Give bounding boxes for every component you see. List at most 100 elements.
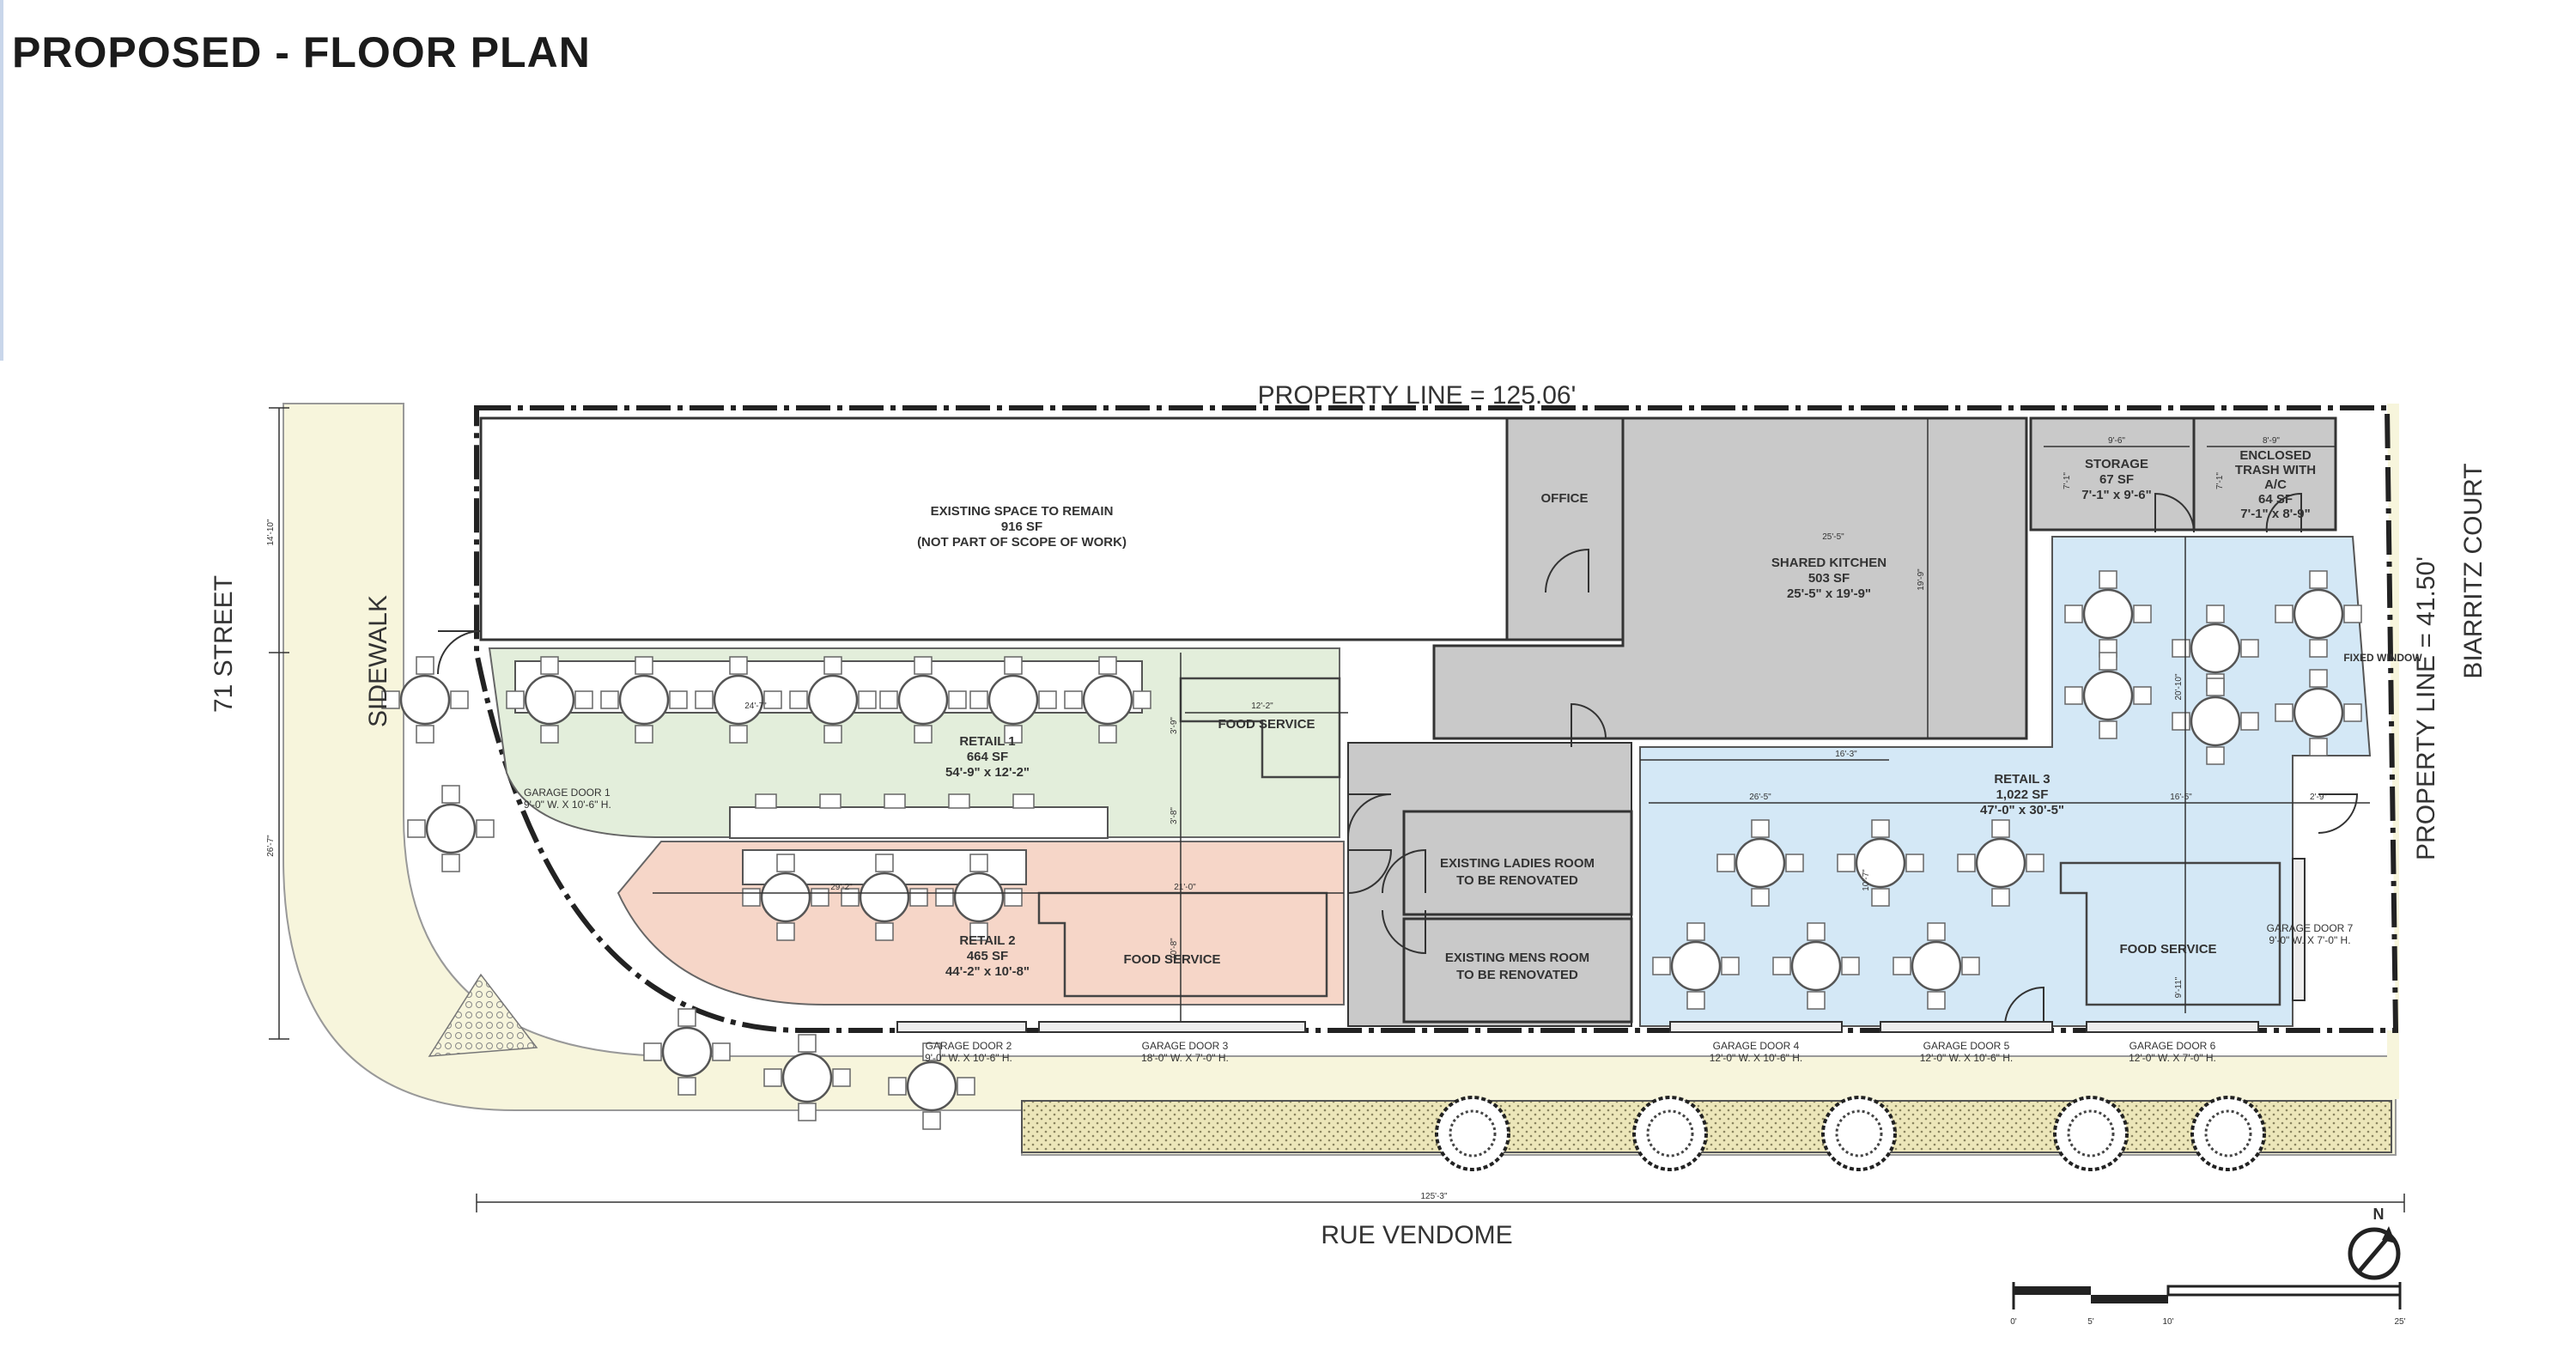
chair xyxy=(2206,746,2225,765)
table-with-chairs xyxy=(506,656,593,744)
scale-bar xyxy=(2012,1282,2402,1309)
scale-label-5: 5' xyxy=(2087,1317,2094,1327)
retail-1-area: 664 SF xyxy=(967,750,1008,764)
table xyxy=(2293,687,2344,738)
chair xyxy=(1098,656,1117,675)
existing-space xyxy=(479,416,1509,641)
retail-3-name: RETAIL 3 xyxy=(1994,772,2050,787)
table-with-chairs xyxy=(1716,819,1804,907)
sidewalk-label: SIDEWALK xyxy=(364,595,392,727)
chair xyxy=(441,854,460,872)
table xyxy=(781,1052,833,1103)
chair xyxy=(2099,652,2117,671)
north-arrow xyxy=(2348,1226,2401,1280)
ladies-room-line2: TO BE RENOVATED xyxy=(1456,873,1578,888)
table xyxy=(1735,837,1786,889)
shared-kitchen-name: SHARED KITCHEN xyxy=(1771,556,1886,570)
garage-door-strips xyxy=(896,858,2306,1033)
chair xyxy=(1961,957,1980,975)
chair xyxy=(540,725,559,744)
table-with-chairs xyxy=(695,656,782,744)
food-service-3-label: FOOD SERVICE xyxy=(2119,942,2216,957)
chair xyxy=(416,656,434,675)
chair xyxy=(2275,605,2293,623)
chair xyxy=(811,888,829,907)
table-with-chairs xyxy=(888,1042,975,1130)
tree-canopy xyxy=(2067,1109,2115,1157)
dim-retail-3-w2: 16'-3" xyxy=(1835,750,1857,759)
chair xyxy=(2309,738,2328,756)
table-with-chairs xyxy=(879,656,967,744)
table xyxy=(987,674,1039,726)
table-with-chairs xyxy=(1652,922,1740,1010)
dim-retail-1-height: 3'-9" xyxy=(1170,717,1179,734)
garage-door-3-size: 18'-0" W. X 7'-0" H. xyxy=(1141,1052,1229,1064)
dim-food-service-1-height: 3'-8" xyxy=(1170,807,1179,824)
chair xyxy=(1751,888,1770,907)
dim-retail-1-width: 24'-7" xyxy=(744,702,767,711)
dim-retail-3-h3: 9'-11" xyxy=(2174,976,2184,998)
tree xyxy=(1821,1096,1897,1171)
tree xyxy=(2190,1096,2266,1171)
chair xyxy=(909,888,928,907)
chair xyxy=(969,854,988,872)
chair xyxy=(957,1077,975,1096)
chair xyxy=(969,690,988,709)
chair xyxy=(1927,922,1946,941)
retail-1-dims: 54'-9" x 12'-2" xyxy=(945,765,1030,780)
dim-storage-width: 9'-6" xyxy=(2108,436,2125,446)
table xyxy=(906,1060,957,1112)
table-with-chairs xyxy=(1957,819,2044,907)
garage-door-1-size: 9'-0" W. X 10'-6" H. xyxy=(524,799,611,811)
garage-door-2-name: GARAGE DOOR 2 xyxy=(926,1040,1012,1052)
table xyxy=(2293,588,2344,640)
chair xyxy=(776,854,795,872)
chair xyxy=(2064,686,2083,705)
food-service-1-label: FOOD SERVICE xyxy=(1218,717,1315,732)
chair xyxy=(1686,922,1705,941)
chair xyxy=(1991,888,2010,907)
chair xyxy=(1807,991,1826,1010)
garage-door-1-name: GARAGE DOOR 1 xyxy=(524,787,611,799)
dim-retail-3-w3: 2'-9" xyxy=(2310,793,2327,802)
chair xyxy=(1837,854,1856,872)
table xyxy=(1911,940,1962,992)
dim-overall: 125'-3" xyxy=(1420,1192,1447,1201)
chair xyxy=(506,690,525,709)
chair xyxy=(798,1034,817,1053)
chair xyxy=(1957,854,1976,872)
mens-room-line1: EXISTING MENS ROOM xyxy=(1445,951,1589,965)
office-room xyxy=(1505,416,1625,641)
chair xyxy=(1871,888,1890,907)
trash-room xyxy=(2192,416,2337,532)
chair xyxy=(832,1068,851,1087)
chair xyxy=(879,690,898,709)
chair xyxy=(858,690,877,709)
chair xyxy=(1716,854,1735,872)
dim-retail-2-food: 21'-0" xyxy=(1174,883,1196,892)
chair xyxy=(1751,819,1770,838)
garage-door-4-name: GARAGE DOOR 4 xyxy=(1713,1040,1800,1052)
table-with-chairs xyxy=(381,656,469,744)
north-label: N xyxy=(2373,1206,2385,1223)
retail-3-dims: 47'-0" x 30'-5" xyxy=(1980,803,2064,817)
chair xyxy=(1871,819,1890,838)
tree xyxy=(1632,1096,1708,1171)
food-service-2 xyxy=(1037,891,1328,998)
table xyxy=(897,674,949,726)
chair xyxy=(1927,991,1946,1010)
dim-storage-height: 7'-1" xyxy=(2063,472,2072,489)
tree xyxy=(2053,1096,2129,1171)
scale-label-10: 10' xyxy=(2162,1317,2173,1327)
chair xyxy=(935,888,954,907)
office-label: OFFICE xyxy=(1541,491,1589,506)
chair xyxy=(677,1008,696,1027)
chair xyxy=(2240,712,2259,731)
table-with-chairs xyxy=(407,785,495,872)
table xyxy=(2190,696,2241,747)
chair xyxy=(2343,605,2362,623)
table-with-chairs xyxy=(2275,570,2362,658)
chair xyxy=(823,656,842,675)
scale-label-0: 0' xyxy=(2010,1317,2017,1327)
east-street-label: BIARRITZ COURT xyxy=(2459,463,2488,678)
